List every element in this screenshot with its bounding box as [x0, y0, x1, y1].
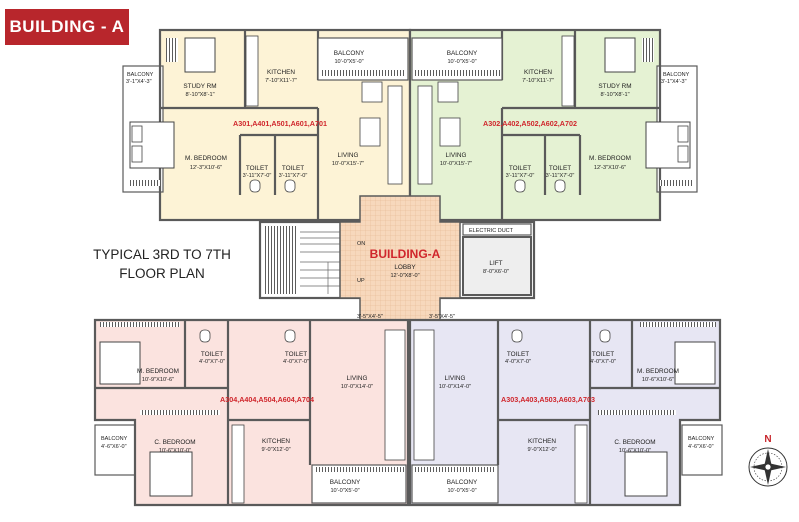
- a03-toilet1-label: TOILET: [507, 351, 529, 358]
- compass-north-label: N: [764, 434, 771, 445]
- a04-unit-code: A304,A404,A504,A604,A704: [220, 395, 314, 404]
- unit-a02: BALCONY 10'-0"X5'-0" KITCHEN 7'-10"X11'-…: [408, 28, 698, 222]
- stair-up-label: UP: [357, 278, 365, 284]
- a02-kitchen-label: KITCHEN: [524, 69, 552, 76]
- a02-study-dim: 8'-10"X8'-1": [600, 92, 629, 98]
- a03-kitchen-label: KITCHEN: [528, 438, 556, 445]
- a01-side-balcony-dim: 3'-1"X4'-3": [126, 79, 152, 85]
- a03-toilet2-dim: 4'-0"X7'-0": [590, 359, 616, 365]
- a04-children-dim: 10'-6"X10'-0": [159, 448, 191, 454]
- passage-left-dim: 3'-5"X4'-5": [357, 314, 383, 320]
- a01-living-dim: 10'-0"X15'-7": [332, 161, 364, 167]
- passage-right-dim: 3'-5"X4'-5": [429, 314, 455, 320]
- a01-balcony-label: BALCONY: [334, 50, 365, 57]
- stair-on-label: ON: [357, 241, 365, 247]
- a02-toilet2-label: TOILET: [549, 165, 571, 172]
- building-badge: BUILDING - A: [5, 9, 129, 45]
- a02-study-label: STUDY RM: [598, 83, 631, 90]
- a03-children-label: C. BEDROOM: [614, 439, 655, 446]
- a02-toilet2-dim: 3'-11"X7'-0": [546, 173, 575, 179]
- a04-master-dim: 10'-9"X10'-6": [142, 377, 174, 383]
- duct-label: ELECTRIC DUCT: [469, 228, 514, 234]
- a04-balcony-label: BALCONY: [330, 479, 361, 486]
- a02-toilet1-label: TOILET: [509, 165, 531, 172]
- a04-toilet1-label: TOILET: [201, 351, 223, 358]
- lobby-dim: 12'-0"X8'-0": [390, 273, 419, 279]
- a03-unit-code: A303,A403,A503,A603,A703: [501, 395, 595, 404]
- a03-side-balcony-dim: 4'-6"X6'-0": [688, 444, 714, 450]
- caption-line-1: TYPICAL 3RD TO 7TH: [93, 247, 231, 262]
- a04-living-dim: 10'-0"X14'-0": [341, 384, 373, 390]
- core-building-label: BUILDING-A: [370, 247, 441, 261]
- a04-side-balcony-label: BALCONY: [101, 436, 128, 442]
- a01-toilet2-dim: 3'-11"X7'-0": [279, 173, 308, 179]
- a03-side-balcony-label: BALCONY: [688, 436, 715, 442]
- lift-dim: 8'-0"X6'-0": [483, 269, 509, 275]
- a02-unit-code: A302,A402,A502,A602,A702: [483, 119, 577, 128]
- a02-master-dim: 12'-3"X10'-6": [594, 165, 626, 171]
- a01-master-label: M. BEDROOM: [185, 155, 227, 162]
- a04-toilet2-dim: 4'-0"X7'-0": [283, 359, 309, 365]
- a01-toilet1-dim: 3'-11"X7'-0": [243, 173, 272, 179]
- a01-side-balcony-label: BALCONY: [127, 72, 154, 78]
- a02-balcony-label: BALCONY: [447, 50, 478, 57]
- a03-living-dim: 10'-0"X14'-0": [439, 384, 471, 390]
- a01-toilet2-label: TOILET: [282, 165, 304, 172]
- a03-balcony-label: BALCONY: [447, 479, 478, 486]
- a01-study-dim: 8'-10"X8'-1": [185, 92, 214, 98]
- a02-master-label: M. BEDROOM: [589, 155, 631, 162]
- a03-balcony-dim: 10'-0"X5'-0": [447, 488, 476, 494]
- a04-side-balcony-dim: 4'-6"X6'-0": [101, 444, 127, 450]
- lift-shaft: [462, 236, 532, 296]
- a04-kitchen-dim: 9'-0"X12'-0": [261, 447, 290, 453]
- a04-balcony-dim: 10'-0"X5'-0": [330, 488, 359, 494]
- a02-balcony-dim: 10'-0"X5'-0": [447, 59, 476, 65]
- unit-a04: TOILET 4'-0"X7'-0" TOILET 4'-0"X7'-0" M.…: [93, 318, 410, 507]
- lift-label: LIFT: [489, 260, 502, 267]
- a04-children-label: C. BEDROOM: [154, 439, 195, 446]
- a03-toilet1-dim: 4'-0"X7'-0": [505, 359, 531, 365]
- lobby-label: LOBBY: [394, 264, 416, 271]
- a02-living-label: LIVING: [446, 152, 467, 159]
- a01-balcony-dim: 10'-0"X5'-0": [334, 59, 363, 65]
- unit-a03: TOILET 4'-0"X7'-0" TOILET 4'-0"X7'-0" M.…: [408, 318, 723, 507]
- electric-duct: [462, 223, 532, 236]
- a03-kitchen-dim: 9'-0"X12'-0": [527, 447, 556, 453]
- unit-a01: BALCONY 10'-0"X5'-0" KITCHEN 7'-10"X11'-…: [122, 28, 412, 222]
- a02-side-balcony-label: BALCONY: [663, 72, 690, 78]
- a01-study-label: STUDY RM: [183, 83, 216, 90]
- caption-line-2: FLOOR PLAN: [119, 266, 205, 281]
- a03-master-label: M. BEDROOM: [637, 368, 679, 375]
- a03-toilet2-label: TOILET: [592, 351, 614, 358]
- a01-unit-code: A301,A401,A501,A601,A701: [233, 119, 327, 128]
- a01-kitchen-dim: 7'-10"X11'-7": [265, 78, 297, 84]
- a01-master-dim: 12'-3"X10'-6": [190, 165, 222, 171]
- a02-side-balcony-dim: 3'-1"X4'-3": [661, 79, 687, 85]
- a02-living-dim: 10'-0"X15'-7": [440, 161, 472, 167]
- a02-kitchen-dim: 7'-10"X11'-7": [522, 78, 554, 84]
- a04-toilet1-dim: 4'-0"X7'-0": [199, 359, 225, 365]
- a01-toilet1-label: TOILET: [246, 165, 268, 172]
- stair-hatch: [265, 226, 297, 294]
- central-core: ELECTRIC DUCT BUILDING-A LOBBY 12'-0"X8'…: [258, 195, 536, 321]
- a03-master-dim: 10'-6"X10'-6": [642, 377, 674, 383]
- a04-kitchen-label: KITCHEN: [262, 438, 290, 445]
- a02-toilet1-dim: 3'-11"X7'-0": [506, 173, 535, 179]
- a04-toilet2-label: TOILET: [285, 351, 307, 358]
- a04-living-label: LIVING: [347, 375, 368, 382]
- plan-caption: TYPICAL 3RD TO 7TH FLOOR PLAN: [72, 245, 252, 283]
- a04-master-label: M. BEDROOM: [137, 368, 179, 375]
- a01-living-label: LIVING: [338, 152, 359, 159]
- a03-children-dim: 10'-6"X10'-0": [619, 448, 651, 454]
- a01-kitchen-label: KITCHEN: [267, 69, 295, 76]
- north-compass-icon: N: [748, 434, 788, 487]
- a03-living-label: LIVING: [445, 375, 466, 382]
